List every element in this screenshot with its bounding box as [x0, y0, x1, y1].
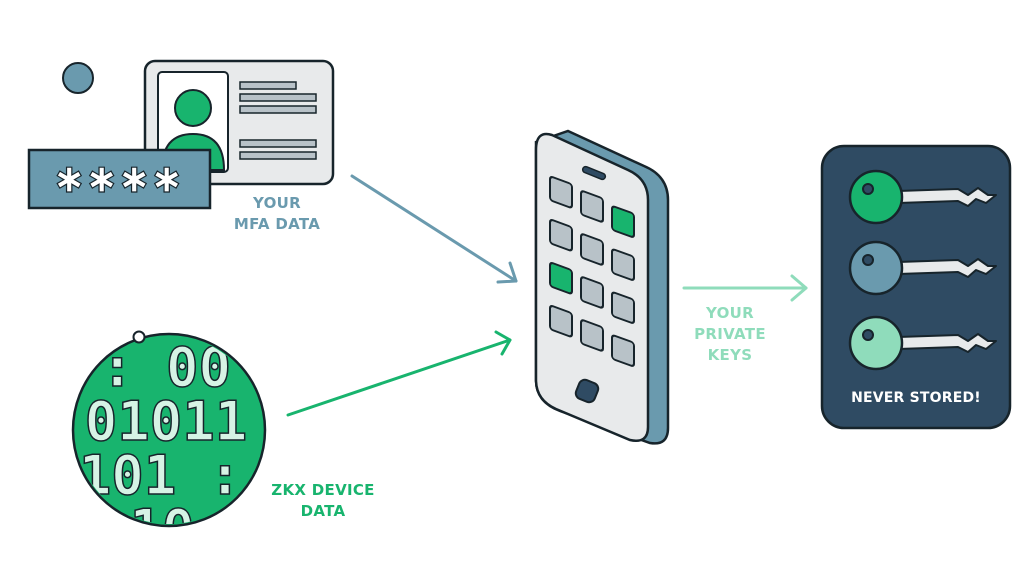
label-line: ZKX DEVICE: [271, 481, 375, 499]
password-field-icon: ✱✱✱✱: [27, 148, 212, 210]
private-keys-label: YOUR PRIVATE KEYS: [680, 303, 780, 366]
app-tile: [549, 305, 573, 338]
label-line: PRIVATE: [694, 325, 766, 343]
key-icon: [848, 315, 997, 371]
app-tile: [611, 205, 635, 238]
label-line: NEVER STORED!: [851, 390, 981, 406]
app-tile: [611, 334, 635, 367]
arrow-head: [494, 330, 512, 356]
label-line: KEYS: [707, 346, 753, 364]
key-icon: [848, 169, 997, 225]
app-tile: [580, 190, 604, 223]
app-tile: [611, 291, 635, 324]
app-tile: [580, 276, 604, 309]
app-tile-grid: [549, 176, 635, 367]
app-tile: [611, 248, 635, 281]
label-line: MFA DATA: [233, 215, 321, 233]
mfa-group: ✱✱✱✱: [27, 59, 335, 210]
never-stored-label: NEVER STORED!: [822, 388, 1010, 409]
dot-icon: [62, 62, 94, 94]
zkx-device-data-label: ZKX DEVICE DATA: [258, 480, 388, 522]
binary-globe-icon: : 00 01011 101 : 10: [71, 330, 267, 561]
label-line: YOUR: [705, 304, 754, 322]
arrow-head: [496, 261, 518, 284]
password-mask: ✱✱✱✱: [55, 161, 185, 201]
arrow-zkx-to-phone: [286, 338, 512, 417]
mfa-data-label: YOUR MFA DATA: [222, 193, 332, 235]
arrow-mfa-to-phone: [350, 174, 518, 283]
binary-row: 10: [129, 498, 194, 561]
app-tile: [580, 319, 604, 352]
app-tile: [549, 262, 573, 295]
app-tile: [549, 176, 573, 209]
app-tile: [580, 233, 604, 266]
binary-row: 01011: [85, 390, 248, 453]
label-line: DATA: [300, 502, 346, 520]
key-vault: [820, 144, 1012, 430]
binary-row: 101 :: [79, 444, 242, 507]
arrow-head: [790, 274, 808, 302]
key-icon: [848, 240, 997, 296]
app-tile: [549, 219, 573, 252]
label-line: YOUR: [252, 194, 301, 212]
smartphone-icon: [534, 129, 670, 445]
